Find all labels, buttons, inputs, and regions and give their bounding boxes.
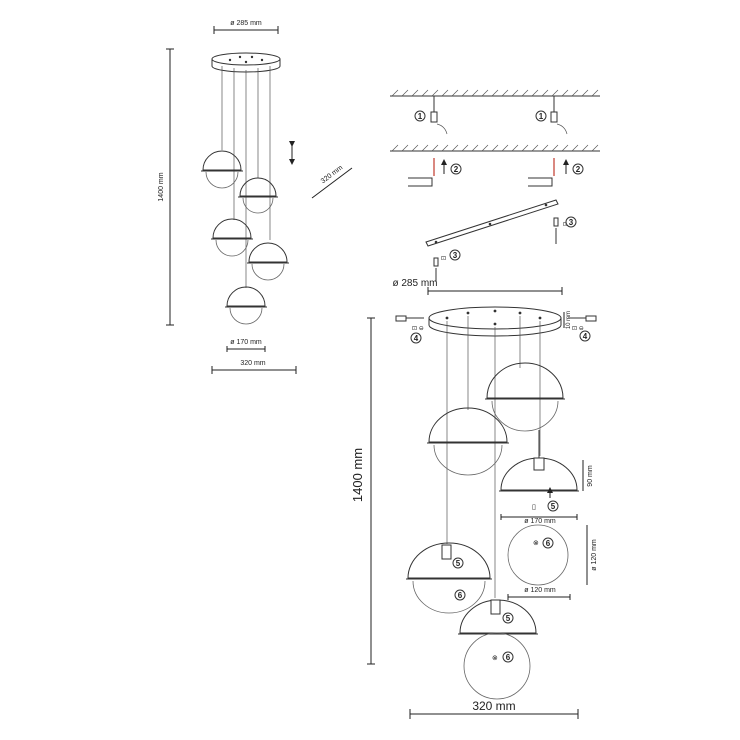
detail-exploded-shade (499, 430, 579, 498)
svg-text:⊗: ⊗ (492, 655, 498, 662)
step-4-screw-left: ⊡ ⊖ 4 (395, 315, 424, 344)
detail-canopy-height-label: 10 mm (566, 311, 572, 329)
svg-text:⊗: ⊗ (533, 540, 539, 547)
step-2-badge-left: 2 (450, 163, 462, 175)
overview-pendant-5 (225, 286, 267, 325)
detail-glass-diameter-dimension: ø 120 mm (507, 587, 571, 600)
overview-height-label: 1400 mm (158, 172, 165, 201)
svg-text:2: 2 (454, 165, 459, 174)
detail-shade-diameter-dimension: ø 170 mm (500, 514, 578, 525)
overview-canopy-dimension: ø 285 mm (213, 20, 279, 34)
detail-pendant-lower-left: 5 6 (406, 542, 492, 614)
step-1-badge-left: 1 (414, 110, 426, 122)
svg-text:6: 6 (506, 653, 511, 662)
detail-shade-diameter-label: ø 170 mm (524, 518, 556, 525)
detail-pendant-bottom: 5 ⊗ 6 (458, 599, 538, 700)
detail-canopy-label: ø 285 mm (392, 278, 437, 289)
step-3-badge-lower: 3 (449, 249, 461, 261)
detail-glass-height-label: ø 120 mm (591, 539, 598, 571)
detail-canopy-dimension: ø 285 mm (392, 278, 563, 295)
overview-pendant-1 (201, 150, 243, 189)
svg-text:1: 1 (539, 112, 544, 121)
detail-pendant-upper-right (485, 362, 565, 432)
detail-width-dimension: 320 mm (409, 699, 579, 719)
overview-width-label: 320 mm (240, 360, 265, 367)
svg-text:5: 5 (456, 559, 461, 568)
detail-glass-diameter-label: ø 120 mm (524, 587, 556, 594)
detail-width-label: 320 mm (472, 699, 515, 713)
step-4-screw-right: ⊡ ⊖ 4 (568, 315, 597, 342)
detail-height-dimension: 1400 mm (350, 317, 375, 665)
detail-drawing: ø 285 mm 10 mm ⊡ ⊖ 4 (350, 278, 598, 719)
detail-exploded-glass: ⊗ 6 (507, 524, 569, 586)
overview-width-dimension: 320 mm (211, 360, 297, 374)
detail-glass-height-dimension: ø 120 mm (586, 525, 598, 585)
step-1-ceiling-mount: 1 1 (390, 89, 600, 135)
overview-pendant-4 (247, 242, 289, 281)
svg-text:⊡ ⊖: ⊡ ⊖ (572, 326, 584, 332)
svg-text:3: 3 (453, 251, 458, 260)
svg-text:5: 5 (551, 502, 556, 511)
step-2-bracket: 2 2 (390, 144, 600, 187)
svg-text:4: 4 (583, 332, 588, 341)
svg-text:4: 4 (414, 334, 419, 343)
overview-drawing: ø 285 mm (158, 20, 353, 374)
svg-text:3: 3 (569, 218, 574, 227)
svg-text:▯: ▯ (532, 504, 536, 511)
detail-shade-height-dimension: 90 mm (582, 460, 594, 491)
detail-cables (446, 316, 541, 598)
svg-text:6: 6 (546, 539, 551, 548)
svg-text:⊡ ⊖: ⊡ ⊖ (412, 326, 424, 332)
step-5-badge-upper: ▯ 5 (532, 500, 559, 512)
detail-shade-height-label: 90 mm (587, 465, 594, 487)
overview-depth-dimension: 320 mm (311, 164, 353, 199)
svg-text:⊡: ⊡ (563, 222, 568, 228)
svg-text:2: 2 (576, 165, 581, 174)
detail-height-label: 1400 mm (350, 448, 365, 502)
svg-text:1: 1 (418, 112, 423, 121)
detail-pendant-middle-left (427, 407, 509, 476)
step-1-badge-right: 1 (535, 110, 547, 122)
svg-text:5: 5 (506, 614, 511, 623)
overview-shade-label: ø 170 mm (230, 339, 262, 346)
overview-pendant-2 (238, 177, 278, 214)
overview-pendant-3 (211, 218, 253, 257)
step-3-badge-upper: 3 (565, 216, 577, 228)
detail-canopy-height-dimension: 10 mm (563, 311, 572, 329)
overview-cables (221, 66, 271, 288)
svg-text:⊡: ⊡ (441, 256, 446, 262)
overview-canopy-label: ø 285 mm (230, 20, 262, 27)
overview-shade-dimension: ø 170 mm (226, 339, 266, 352)
step-2-badge-right: 2 (572, 163, 584, 175)
overview-height-dimension: 1400 mm (158, 48, 174, 326)
overview-depth-label: 320 mm (320, 164, 345, 185)
step-3-mounting-rail: ⊡ ⊡ 3 3 (425, 199, 577, 282)
svg-text:6: 6 (458, 591, 463, 600)
